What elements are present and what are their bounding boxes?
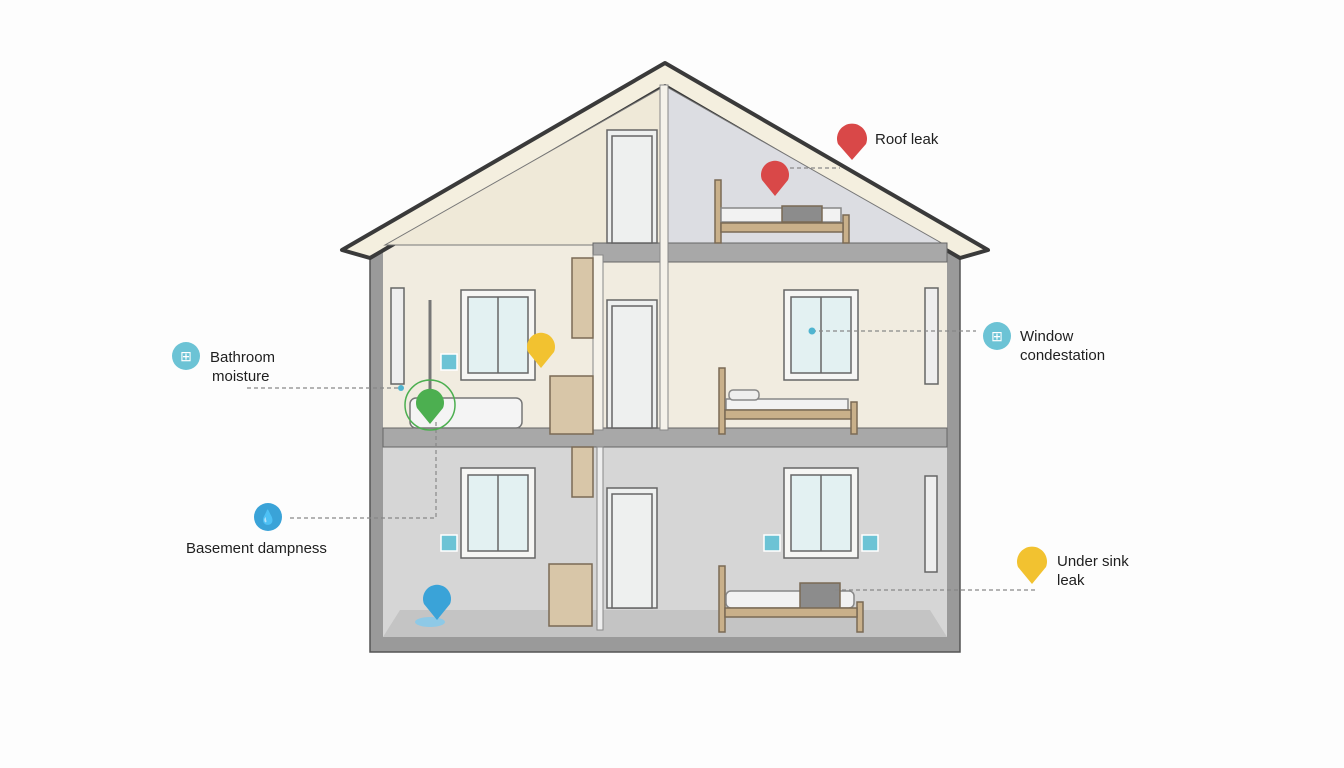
window-marker-icons xyxy=(440,353,879,552)
attic-leak-pin xyxy=(761,160,789,196)
window-icon: ⊞ xyxy=(983,322,1011,350)
windows xyxy=(390,287,939,573)
roof-leak-label: Roof leak xyxy=(875,131,939,148)
basement-dampness-label: Basement dampness xyxy=(186,540,327,557)
faucet-pin xyxy=(527,332,555,368)
shower-pin xyxy=(416,388,444,424)
map-pins xyxy=(404,123,1047,627)
attic-floor xyxy=(592,242,948,263)
roof-leak-pin xyxy=(836,123,867,160)
floor-slab xyxy=(382,427,948,448)
water-drop-icon: 💧 xyxy=(254,503,282,531)
leader-lines xyxy=(247,167,1035,591)
doors xyxy=(606,129,658,609)
window-icon: ⊞ xyxy=(172,342,200,370)
drop-pin xyxy=(423,584,451,620)
sink-pin xyxy=(1017,546,1047,584)
